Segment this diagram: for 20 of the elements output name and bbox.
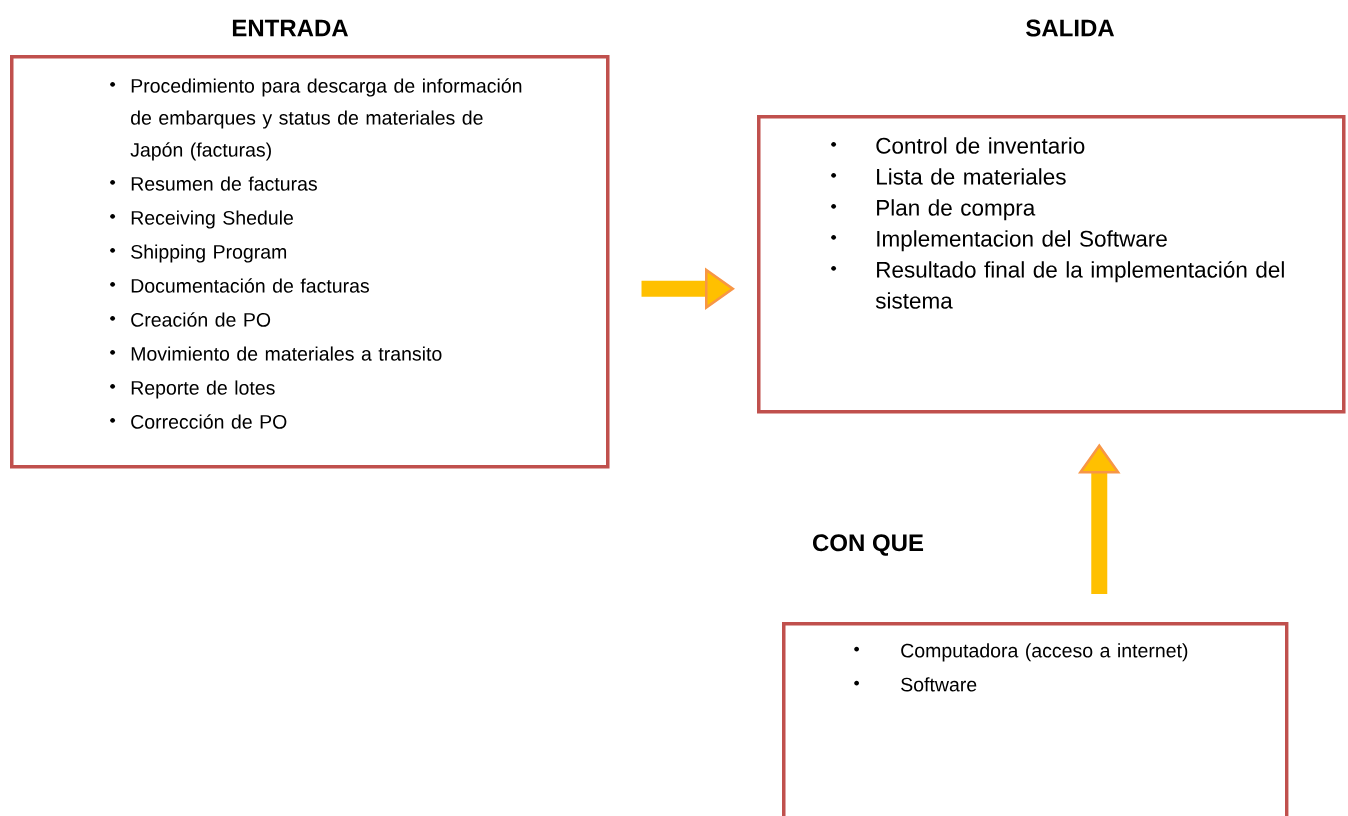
node-label: Resumen de facturas (131, 176, 317, 191)
heading: ENTRADA (232, 19, 349, 37)
heading: SALIDA (1026, 19, 1115, 37)
node-label: Control de inventario (876, 137, 1085, 154)
node-label: Plan de compra (877, 199, 1036, 221)
heading: CON QUE (813, 534, 924, 556)
node-label: Implementacion del Software (877, 230, 1167, 252)
node-label: Movimiento de materiales a transito (131, 346, 442, 361)
node-label: Shipping Program (131, 244, 287, 263)
node-label: Creación de PO (131, 312, 271, 327)
node-label: Documentación de facturas (131, 278, 369, 293)
input-box: Procedimiento para descarga de información de embarques y status de materiales de Japón (facturas) Resumen de facturas Receiving Shedule Shipping Program Documentación de facturas Creación de PO Movimiento de materiales a transito Reporte de lotes Corrección de PO (10, 55, 610, 469)
node-label: Lista de materiales (877, 168, 1066, 185)
node-label: Corrección de PO (131, 414, 287, 429)
node-label: Receiving Shedule (131, 210, 293, 229)
node-label: Resultado final de la implementación del sistema (875, 260, 1284, 309)
output-box: Control de inventario Lista de materiales Plan de compra Implementacion del Software Resultado final de la implementación del sistema (757, 115, 1346, 414)
resources-box: Computadora (acceso a internet) Software (782, 622, 1289, 816)
node-label: Procedimiento para descarga de información de embarques y status de materiales de Japón (facturas) (130, 78, 522, 161)
node-label: Reporte de lotes (131, 380, 275, 399)
